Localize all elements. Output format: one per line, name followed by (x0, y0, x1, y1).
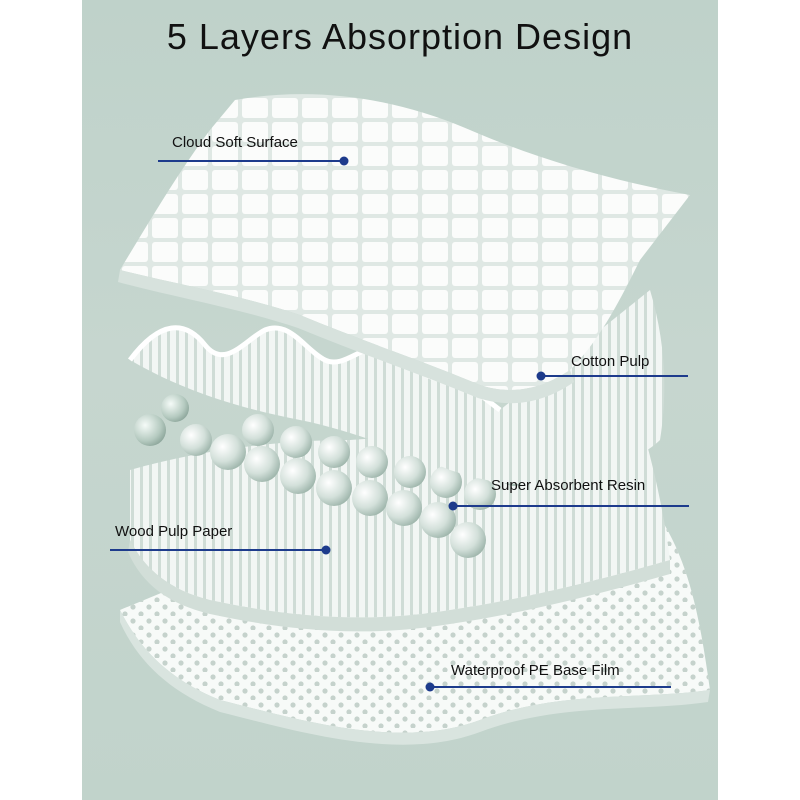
label-cotton-pulp: Cotton Pulp (571, 353, 650, 370)
leader-line-cotton-pulp (541, 375, 688, 377)
label-wood-pulp-paper: Wood Pulp Paper (115, 523, 233, 540)
page-title: 5 Layers Absorption Design (166, 16, 634, 57)
leader-line-cloud-soft-surface (158, 160, 344, 162)
leader-dot-super-absorbent-resin (448, 501, 458, 511)
leader-line-wood-pulp-paper (110, 549, 326, 551)
leader-dot-cloud-soft-surface (339, 156, 349, 166)
leader-line-waterproof-pe-base-film (430, 686, 671, 688)
leader-dot-wood-pulp-paper (321, 545, 331, 555)
cloud-soft-surface-layer (118, 94, 690, 404)
leader-dot-cotton-pulp (536, 371, 546, 381)
label-waterproof-pe-base-film: Waterproof PE Base Film (451, 662, 620, 679)
label-cloud-soft-surface: Cloud Soft Surface (172, 134, 298, 151)
leader-line-super-absorbent-resin (453, 505, 689, 507)
label-super-absorbent-resin: Super Absorbent Resin (491, 477, 646, 494)
leader-dot-waterproof-pe-base-film (425, 682, 435, 692)
